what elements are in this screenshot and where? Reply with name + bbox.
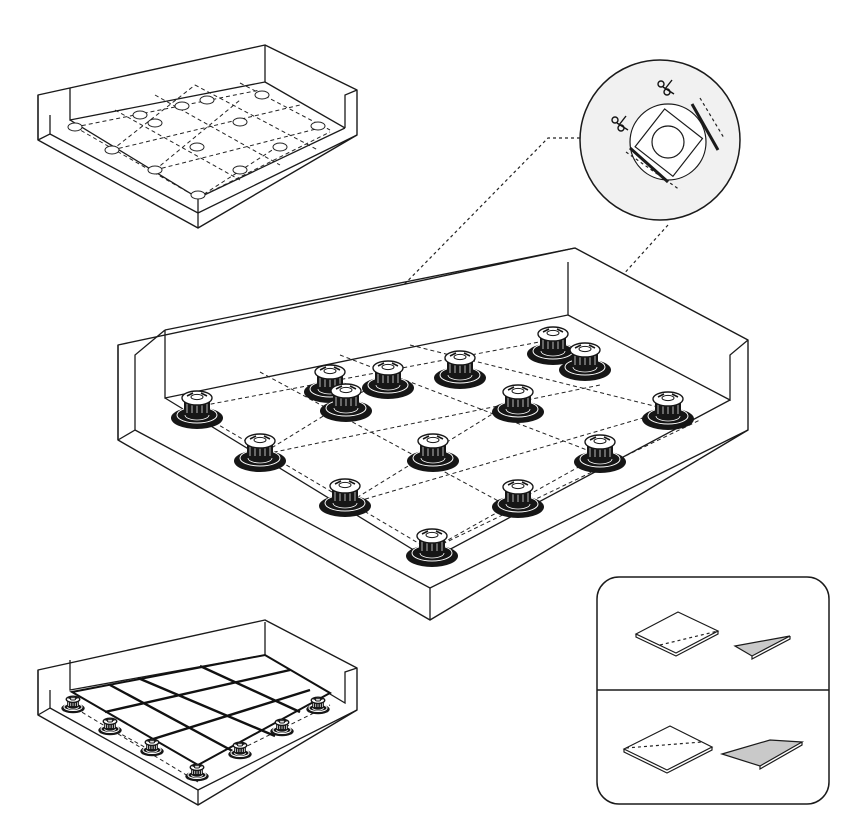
pedestal-icon — [319, 478, 371, 517]
position-markers — [67, 90, 326, 200]
pedestal-icon — [642, 391, 694, 430]
pedestal-icon — [228, 741, 252, 760]
pedestal-icon — [185, 763, 209, 782]
tile-square-cut-diagonal — [634, 611, 720, 657]
pedestal-icon — [559, 342, 611, 381]
tile-square-cut-partial — [622, 725, 714, 774]
tile-pedestals — [61, 695, 330, 782]
scissors-icon — [611, 115, 629, 132]
panel-room-tiles — [37, 619, 358, 806]
pedestal-icon — [171, 390, 223, 429]
pedestal-icon — [140, 738, 164, 757]
cut-piece-trapezoid — [719, 739, 805, 771]
detail-pedestal-cut — [579, 59, 741, 221]
pedestal-icon — [306, 696, 330, 715]
pedestal-icon — [492, 479, 544, 518]
pedestal-icon — [434, 350, 486, 389]
scissors-icon — [657, 79, 675, 96]
panel-room-pedestals — [117, 247, 749, 621]
pedestal-icon — [270, 718, 294, 737]
tile-surface — [69, 653, 333, 767]
floor-grid-marks — [74, 82, 331, 199]
pedestal-icon — [362, 360, 414, 399]
cut-piece-triangle — [733, 635, 791, 660]
pedestal-icon — [61, 695, 85, 714]
pedestal-array — [171, 326, 694, 567]
pedestal-icon — [406, 528, 458, 567]
panel-tile-cutting — [596, 576, 830, 805]
pedestal-top-view — [625, 97, 725, 191]
panel-room-marked-grid — [37, 44, 358, 229]
pedestal-icon — [98, 717, 122, 736]
pedestal-icon — [407, 433, 459, 472]
pedestal-icon — [527, 326, 579, 365]
pedestal-icon — [234, 433, 286, 472]
pedestal-icon — [492, 384, 544, 423]
pedestal-icon — [574, 434, 626, 473]
pedestal-icon — [320, 383, 372, 422]
